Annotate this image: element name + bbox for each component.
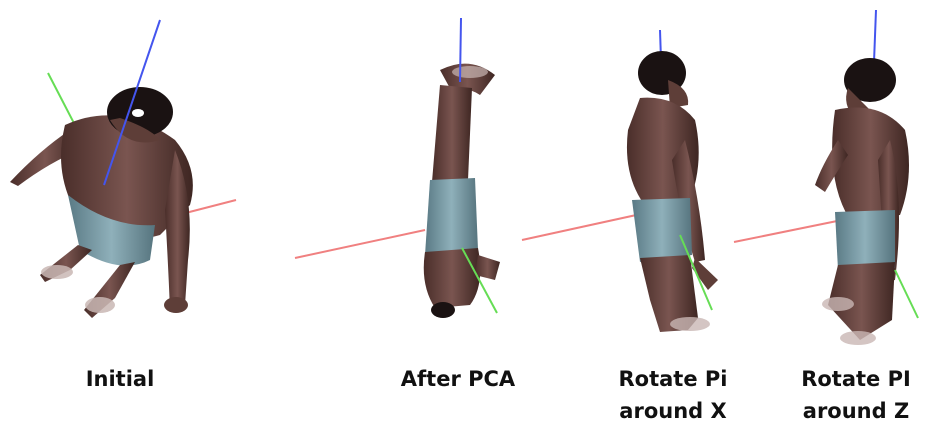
panel-initial <box>10 20 236 318</box>
caption-rotate-x: Rotate Pi around X <box>598 363 748 427</box>
caption-after-pca: After PCA <box>383 363 533 395</box>
caption-initial: Initial <box>70 363 170 395</box>
x-axis-line <box>734 220 842 242</box>
z-axis-line <box>460 18 461 82</box>
panel-rotate-x <box>522 30 718 332</box>
y-axis-line <box>895 270 918 318</box>
caption-rotate-z: Rotate PI around Z <box>786 363 926 427</box>
x-axis-line <box>522 212 650 240</box>
panel-after-pca <box>295 18 500 318</box>
human-mesh-initial <box>10 87 193 318</box>
z-axis-line <box>874 10 876 62</box>
panel-rotate-z <box>734 10 918 345</box>
x-axis-line <box>295 230 425 258</box>
human-mesh-after-pca <box>424 64 500 318</box>
human-mesh-rotate-z <box>815 58 909 345</box>
